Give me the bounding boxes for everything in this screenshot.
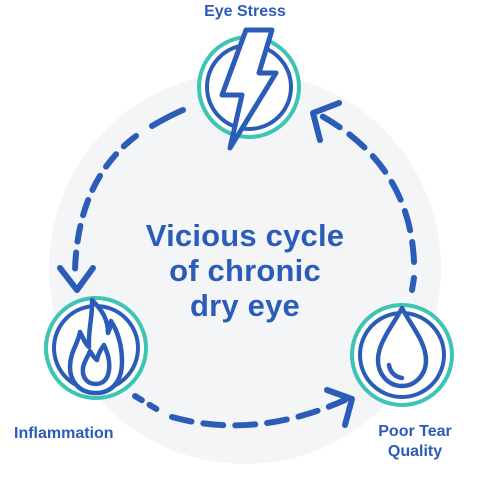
eye-stress-label: Eye Stress (204, 3, 286, 20)
poor-tear-quality-label: Poor Tear Quality (360, 422, 470, 462)
inflammation-label: Inflammation (14, 425, 114, 442)
water-drop-icon (375, 305, 429, 389)
center-title: Vicious cycle of chronic dry eye (125, 218, 365, 323)
lightning-bolt-icon (219, 27, 279, 151)
arrow-tear-to-stress (310, 100, 417, 293)
poor-tear-quality-label-line-2: Quality (387, 443, 443, 460)
node-inflammation (44, 296, 148, 400)
background-circle (49, 72, 441, 464)
arrow-stress-to-inflammation (57, 107, 186, 293)
node-poor-tear-quality (350, 303, 454, 407)
center-title-line-1: Vicious cycle (145, 218, 345, 253)
center-title-line-2: of chronic (169, 253, 321, 288)
node-eye-stress (197, 27, 301, 151)
arrow-inflammation-to-tear (132, 387, 355, 429)
flame-icon (67, 297, 125, 396)
poor-tear-quality-label-line-1: Poor Tear (378, 423, 452, 440)
center-title-line-3: dry eye (190, 288, 300, 323)
